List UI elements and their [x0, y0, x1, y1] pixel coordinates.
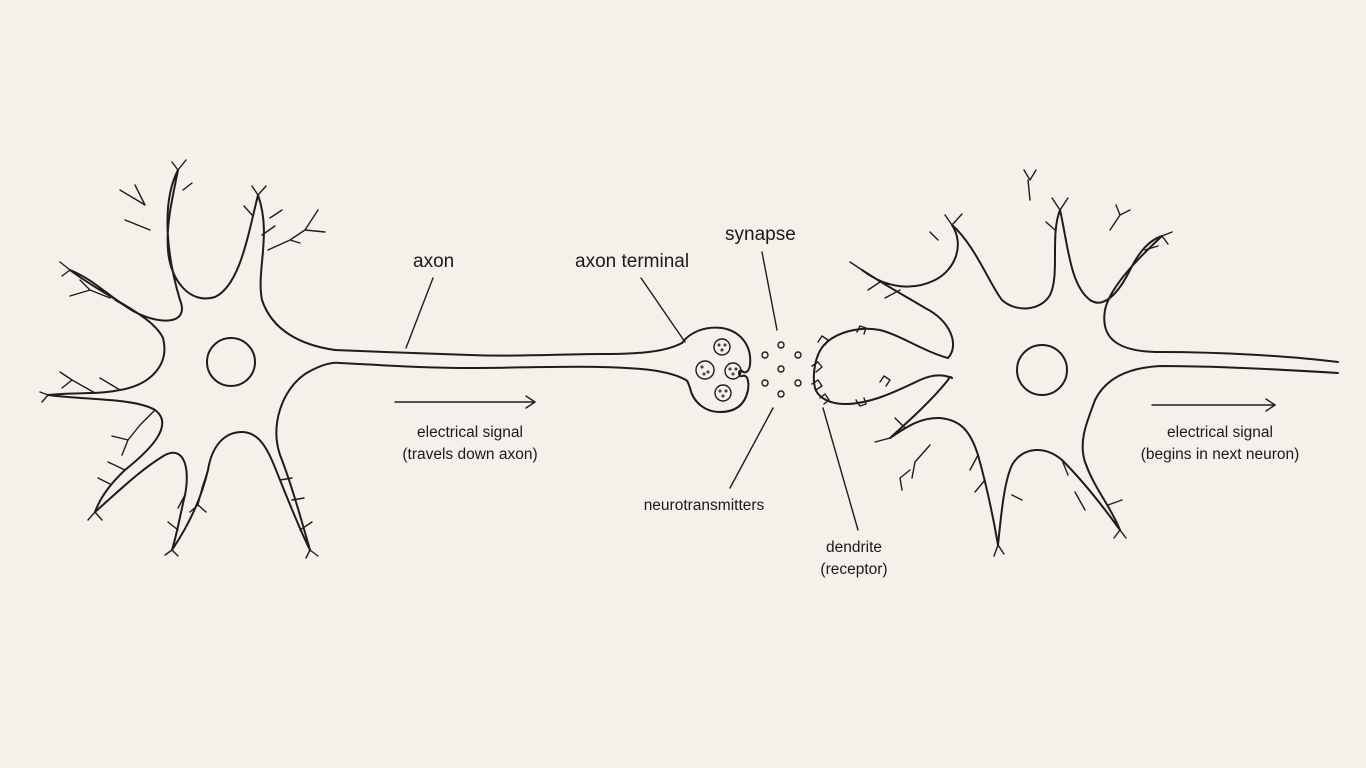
left-neuron-membrane [47, 169, 341, 551]
right-dendrite-branches [849, 169, 1173, 557]
right-neuron-membrane [861, 209, 1339, 363]
leader-lines [405, 251, 859, 531]
left-dendrite-branches [39, 159, 326, 559]
signal-right-line-1: electrical signal [1167, 424, 1273, 441]
postsynaptic-dendrite-outline [812, 327, 953, 405]
neurotransmitters-label: neurotransmitters [624, 495, 784, 517]
receptor-sites [811, 325, 891, 407]
axon-terminal-leader-line [640, 277, 686, 343]
axon-label: axon [413, 251, 455, 272]
axon-terminal-bulb [681, 326, 752, 413]
right-arrow-icon [394, 395, 536, 409]
postsynaptic-dendrite [811, 325, 953, 407]
signal-left-caption: electrical signal (travels down axon) [380, 422, 560, 466]
dendrite-line-2: (receptor) [820, 561, 888, 578]
dendrite-leader-line [822, 407, 859, 531]
neurotransmitter-molecules [761, 341, 802, 398]
signal-left-line-2: (travels down axon) [402, 446, 538, 463]
left-neuron [39, 159, 341, 559]
vesicle [724, 362, 742, 380]
vesicle [714, 384, 732, 402]
vesicle [713, 338, 731, 356]
right-nucleus [1016, 344, 1068, 396]
synapse-leader-line [761, 251, 778, 331]
signal-right-line-2: (begins in next neuron) [1140, 446, 1300, 463]
dendrite-caption: dendrite (receptor) [800, 537, 908, 581]
vesicle-contents [700, 343, 738, 398]
axon-upper-edge [334, 342, 683, 357]
neurotransmitters-leader-line [729, 407, 774, 489]
signal-right-caption: electrical signal (begins in next neuron… [1122, 422, 1318, 466]
right-neuron [849, 169, 1339, 557]
vesicle [695, 360, 715, 380]
axon-leader-line [405, 277, 434, 349]
signal-left-line-1: electrical signal [417, 424, 523, 441]
synapse-label: synapse [725, 224, 796, 245]
dendrite-line-1: dendrite [825, 539, 882, 556]
neurotransmitters-text: neurotransmitters [643, 497, 765, 514]
left-nucleus [206, 337, 256, 387]
axon-shaft [334, 342, 687, 381]
axon-terminal-outline [681, 326, 752, 413]
axon-lower-edge [339, 362, 687, 381]
right-arrow-icon [1151, 398, 1276, 412]
axon-terminal-label: axon terminal [575, 251, 690, 272]
